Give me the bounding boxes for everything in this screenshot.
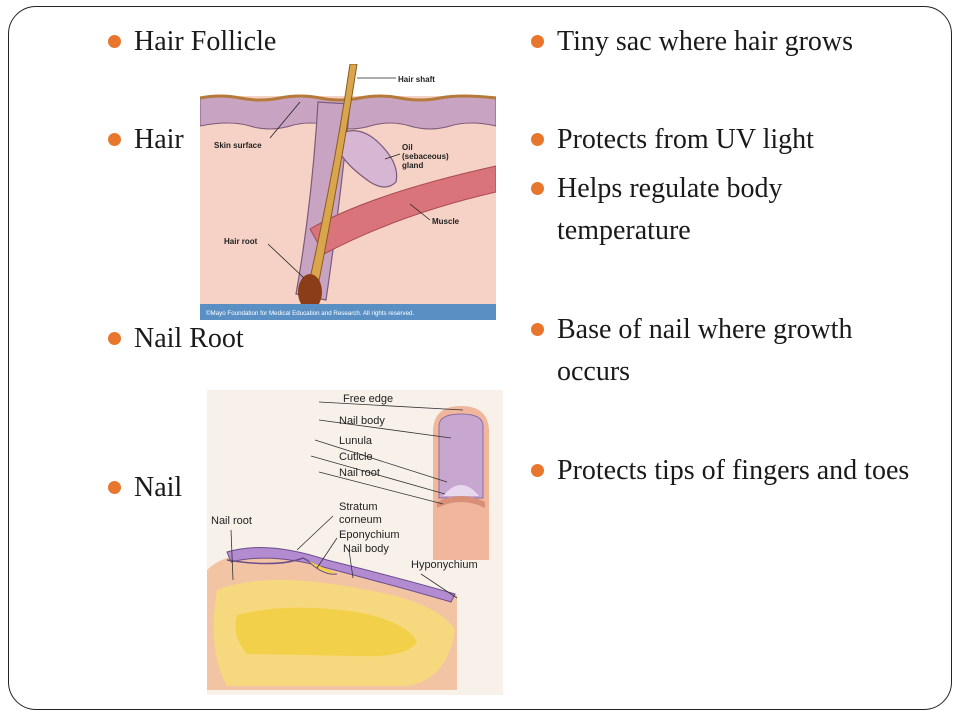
bullet-text: Protects from UV light — [557, 124, 814, 155]
bullet-dot-icon — [108, 35, 121, 48]
bullet-temperature: Helps regulate body temperature — [531, 168, 917, 252]
bullet-text: Nail — [134, 472, 183, 503]
label-stratum-2: corneum — [339, 514, 382, 526]
figure-credit: ©Mayo Foundation for Medical Education a… — [206, 310, 414, 317]
label-nail-body-side: Nail body — [343, 543, 389, 555]
bullet-dot-icon — [108, 332, 121, 345]
bullet-text: Helps regulate body temperature — [557, 173, 783, 246]
bullet-text: Hair — [134, 124, 184, 155]
bullet-nail-growth: Base of nail where growth occurs — [531, 309, 917, 393]
bullet-dot-icon — [531, 323, 544, 336]
bullet-protect-tips: Protects tips of fingers and toes — [531, 450, 917, 492]
nail-illustration: Free edge Nail body Lunula Cuticle Nail … — [207, 390, 503, 695]
bullet-hair: Hair — [108, 119, 184, 161]
label-eponychium: Eponychium — [339, 529, 400, 541]
bullet-dot-icon — [108, 133, 121, 146]
label-hair-shaft: Hair shaft — [398, 75, 435, 84]
bullet-nail-root: Nail Root — [108, 318, 244, 360]
hair-follicle-diagram: Hair shaft Skin surface Oil (sebaceous) … — [200, 64, 496, 320]
bullet-text: Hair Follicle — [134, 26, 277, 57]
label-skin-surface: Skin surface — [214, 141, 262, 150]
bullet-dot-icon — [531, 182, 544, 195]
bullet-hair-follicle: Hair Follicle — [108, 21, 277, 63]
label-oil-1: Oil — [402, 143, 413, 152]
nail-diagram: Free edge Nail body Lunula Cuticle Nail … — [207, 390, 503, 695]
label-lunula: Lunula — [339, 435, 373, 447]
label-hair-root: Hair root — [224, 237, 258, 246]
hair-follicle-illustration: Hair shaft Skin surface Oil (sebaceous) … — [200, 64, 496, 320]
bullet-tiny-sac: Tiny sac where hair grows — [531, 21, 917, 63]
label-oil-3: gland — [402, 161, 423, 170]
bullet-text: Tiny sac where hair grows — [557, 26, 854, 57]
bullet-nail: Nail — [108, 467, 183, 509]
bullet-dot-icon — [108, 481, 121, 494]
label-nail-root-side: Nail root — [211, 515, 252, 527]
label-free-edge: Free edge — [343, 393, 393, 405]
bullet-text: Base of nail where growth occurs — [557, 314, 853, 387]
label-cuticle: Cuticle — [339, 451, 373, 463]
label-stratum-1: Stratum — [339, 501, 378, 513]
label-muscle: Muscle — [432, 217, 460, 226]
label-nail-body-top: Nail body — [339, 415, 385, 427]
bullet-text: Protects tips of fingers and toes — [557, 455, 910, 486]
bullet-uv: Protects from UV light — [531, 119, 917, 161]
bullet-dot-icon — [531, 464, 544, 477]
label-oil-2: (sebaceous) — [402, 152, 449, 161]
bullet-dot-icon — [531, 35, 544, 48]
label-nail-root-top: Nail root — [339, 467, 380, 479]
bullet-text: Nail Root — [134, 323, 244, 354]
label-hyponychium: Hyponychium — [411, 559, 478, 571]
bullet-dot-icon — [531, 133, 544, 146]
